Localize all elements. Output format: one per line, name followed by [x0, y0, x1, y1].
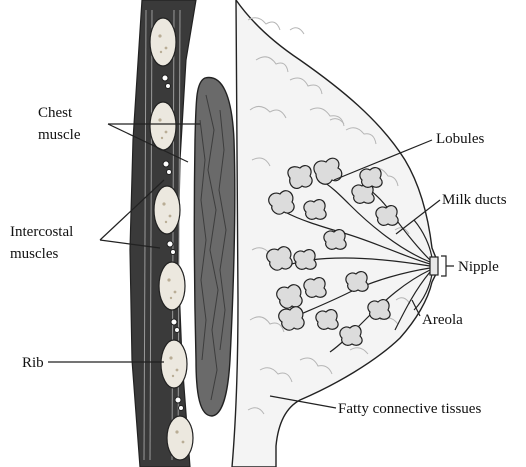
- lobule: [316, 310, 338, 330]
- rib-shape: [167, 416, 193, 460]
- nipple-shape: [430, 257, 438, 275]
- rib-shape: [150, 102, 176, 150]
- lobule: [304, 200, 326, 220]
- label-chest-muscle-line1: Chest: [38, 105, 73, 121]
- lobule: [340, 326, 362, 346]
- lobule: [324, 230, 346, 250]
- rib-shape: [159, 262, 185, 310]
- lobule: [304, 278, 326, 298]
- label-nipple: Nipple: [458, 259, 499, 275]
- lobule: [288, 166, 312, 189]
- label-chest-muscle-line2: muscle: [38, 127, 81, 143]
- lobule: [360, 168, 382, 188]
- lobule: [279, 307, 304, 330]
- rib-shape: [154, 186, 180, 234]
- lobule: [346, 272, 368, 292]
- lobule: [376, 206, 398, 226]
- label-rib: Rib: [22, 355, 44, 371]
- lobule: [269, 191, 294, 214]
- label-milk-ducts: Milk ducts: [442, 192, 507, 208]
- rib-shape: [150, 18, 176, 66]
- lobule: [294, 250, 316, 270]
- label-areola: Areola: [422, 312, 463, 328]
- nipple-bracket: [441, 256, 454, 276]
- pectoral-muscle: [194, 78, 234, 416]
- label-intercostal-line1: Intercostal: [10, 224, 73, 240]
- label-fatty-connective-tissues: Fatty connective tissues: [338, 401, 481, 417]
- rib-shape: [161, 340, 187, 388]
- lobule: [368, 300, 390, 320]
- pectoral-muscle-shape: [194, 78, 234, 416]
- label-intercostal-line2: muscles: [10, 246, 58, 262]
- lobule: [267, 247, 292, 270]
- lobule: [314, 158, 342, 184]
- lobule: [277, 285, 302, 308]
- label-lobules: Lobules: [436, 131, 484, 147]
